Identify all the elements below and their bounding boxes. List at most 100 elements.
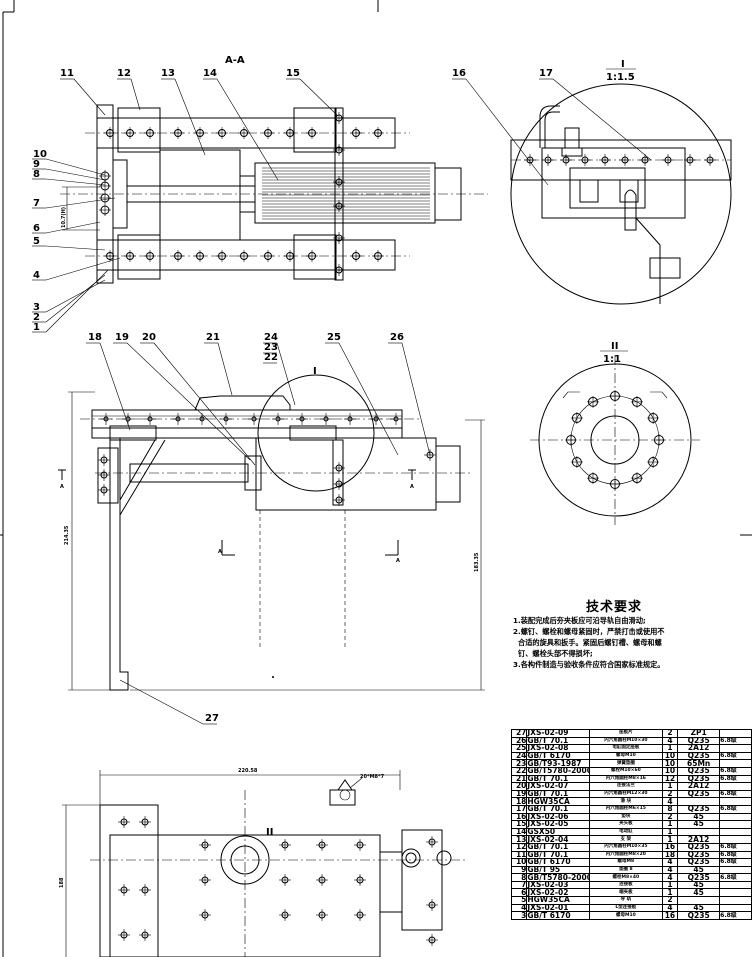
bom-cell: 2 [661,896,679,905]
callout-14: 14 [203,68,217,79]
bom-cell: GSX50 [526,827,590,837]
bom-cell [719,827,752,837]
callout-23: 23 [264,342,278,353]
bom-cell: 24 [510,751,528,761]
bom-cell: 10 [510,858,528,867]
bom-cell: Q235 [677,842,721,852]
tech-title: 技术要求 [585,600,642,615]
callout-10: 10 [33,149,47,160]
bom-cell [719,797,752,806]
bom-cell: 内六角圆柱M10×35 [588,842,663,852]
bom-cell [677,896,721,905]
bom-cell: GB/T 6170 [526,911,590,920]
bom-cell: 45 [677,888,721,898]
bom-cell: 导 轨 [588,896,663,905]
callout-6: 6 [33,223,40,234]
callout-26: 26 [390,332,404,343]
bom-cell [719,729,752,738]
bom-cell: 10 [661,766,679,776]
bom-cell: JXS-02-04 [526,835,590,844]
tech-line-1: 1.装配完成后夯夹板应可沿导轨自由滑动; [513,616,646,625]
bom-cell: Q235 [677,789,721,799]
bom-cell: 23 [510,759,528,768]
bom-cell: 电动缸 [588,827,663,837]
bom-cell: JXS-02-08 [526,744,590,753]
bom-cell: 4 [661,873,679,882]
bom-cell: GB/T 70.1 [526,804,590,814]
section-arrow-a-1: A [60,484,64,490]
bom-cell: 电缸固定座板 [588,744,663,753]
bom-cell: 内六角圆柱M6×15 [588,804,663,814]
bom-cell: 4 [661,865,679,875]
bom-cell: 螺栓M8×40 [588,873,663,882]
bom-cell: 4 [661,736,679,746]
bom-cell: 内六角圆柱M8×20 [588,850,663,860]
bom-cell: GB/T 70.1 [526,842,590,852]
bom-cell: L型连接板 [588,903,663,913]
bom-cell: JXS-02-05 [526,820,590,829]
callout-16: 16 [452,68,466,79]
right-height-dimension: 183.35 [474,552,480,572]
bom-cell: GB/T 70.1 [526,774,590,784]
plan-height-dimension: 188 [59,877,65,888]
bom-cell [677,797,721,806]
bom-cell: Q235 [677,850,721,860]
bom-cell: 6.8级 [719,774,752,784]
bom-cell: Q235 [677,751,721,761]
bom-cell: 25 [510,744,528,753]
bom-cell: 4 [661,797,679,806]
bom-cell: 16 [661,911,679,920]
bom-cell [719,880,752,890]
bom-cell: 8 [661,804,679,814]
bom-cell: 14 [510,827,528,837]
bom-cell: 5 [510,896,528,905]
bom-cell: 1 [661,782,679,791]
bom-cell: GB/T5780-2000 [526,873,590,882]
bom-cell: 18 [510,797,528,806]
tech-line-3: 合适的旋具和扳手。紧固后螺钉槽、螺母和螺 [513,638,662,647]
bom-cell: 45 [677,812,721,822]
detail-i-scale: 1:1.5 [606,72,635,83]
callout-22: 22 [264,352,278,363]
callout-20: 20 [142,332,156,343]
bom-cell: 6.8级 [719,911,752,920]
bom-cell: 1 [661,835,679,844]
bom-cell: 4 [661,858,679,867]
section-arrow-a-4: A [410,484,414,490]
callout-18: 18 [88,332,102,343]
front-callouts: 18 19 20 21 24 23 22 25 26 27 [86,332,431,725]
bom-cell: Q235 [677,736,721,746]
detail-i-mark: I [621,59,625,70]
detail-ii-scale: 1:1 [603,354,621,365]
bom-cell: 16 [510,812,528,822]
bom-cell: 座板片 [588,729,663,738]
bom-cell: 8 [510,873,528,882]
bom-cell: GB/T 6170 [526,751,590,761]
bom-cell: GB/T 95 [526,865,590,875]
bom-cell [719,888,752,898]
bom-cell: 滑 块 [588,797,663,806]
callout-7: 7 [33,198,40,209]
bom-cell: 6.8级 [719,858,752,867]
tech-line-5: 3.各构件制造与验收条件应符合国家标准规定。 [513,660,665,669]
callout-5: 5 [33,236,40,247]
bom-cell: 螺母M10 [588,911,663,920]
thread-note: 20*M8*7 [360,774,385,780]
bom-cell [719,835,752,844]
bom-cell: 2 [661,729,679,738]
bom-cell: Q235 [677,911,721,920]
callout-12: 12 [117,68,131,79]
callout-24: 24 [264,332,278,343]
bom-cell: 27 [510,729,528,738]
bom-cell: 端夹板 [588,888,663,898]
